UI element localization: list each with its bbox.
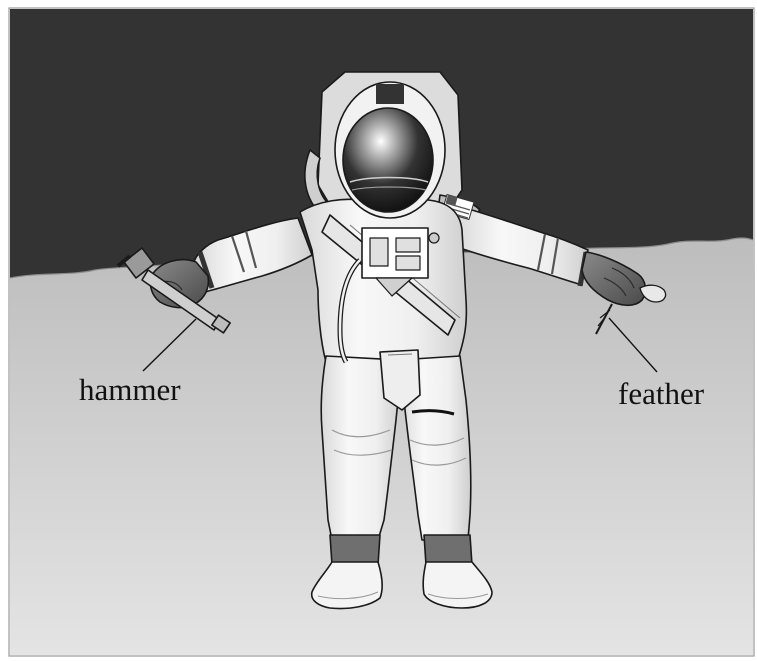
right-boot-band [424,535,472,565]
hammer-label: hammer [79,374,181,405]
left-boot-band [330,535,380,565]
helmet [335,82,445,218]
helmet-visor [343,108,433,212]
helmet-stripe [376,84,404,104]
feather-label: feather [618,378,704,409]
